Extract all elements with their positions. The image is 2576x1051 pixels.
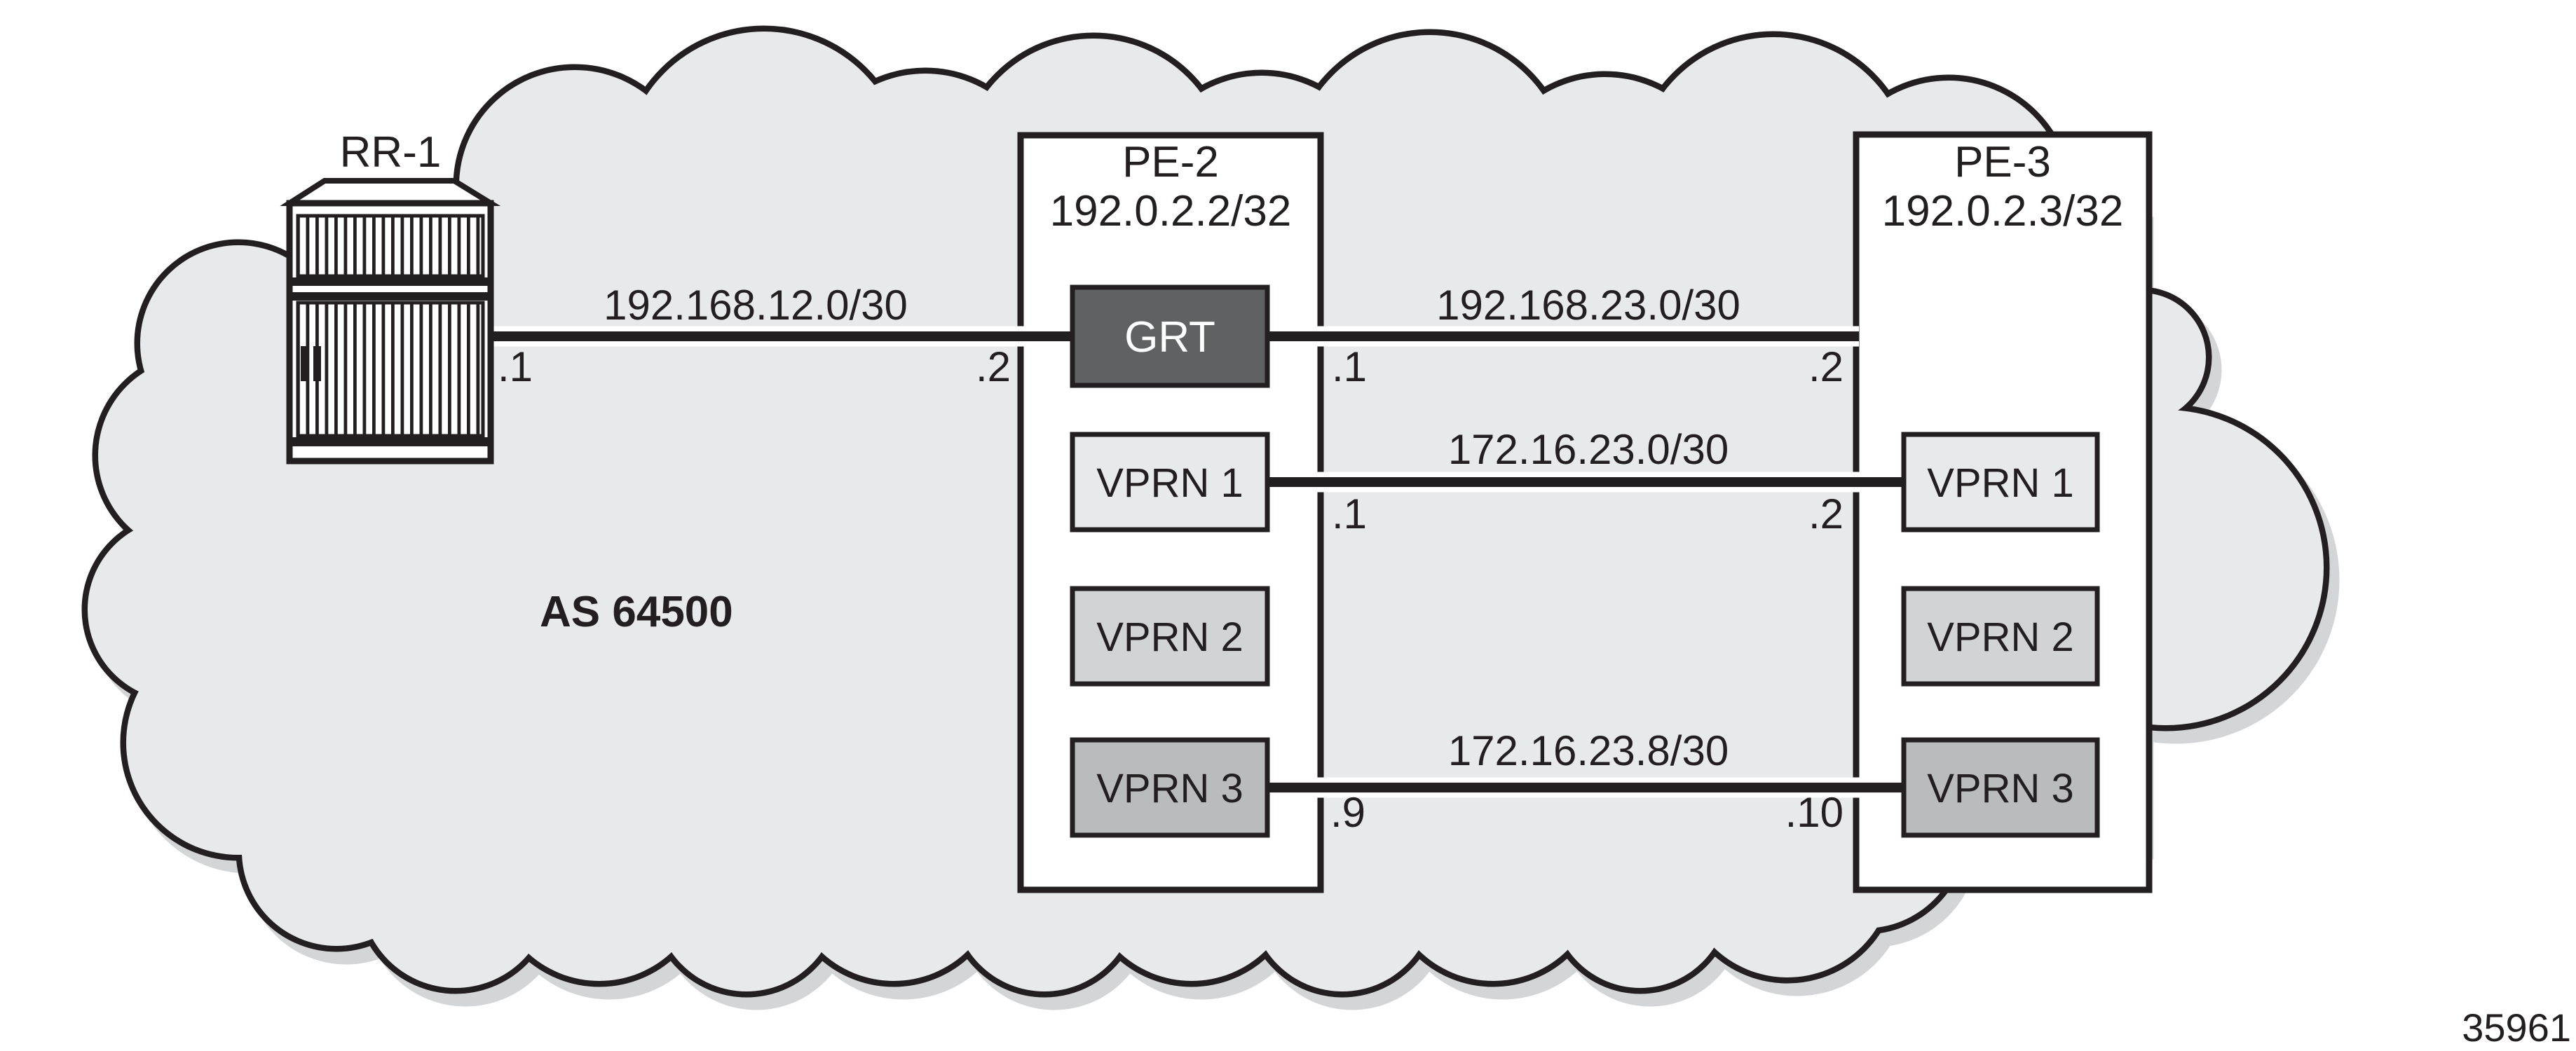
link2-left-interface-label: .1 [1332, 490, 1367, 537]
pe3-vprn3-box [1901, 737, 2100, 838]
pe3-vprn1-box [1901, 432, 2100, 533]
pe3-vprn3-label: VPRN 3 [1927, 766, 2074, 811]
figure-number: 35961 [2462, 1005, 2571, 1050]
router-slot-row-top [296, 214, 485, 278]
link0-right-interface-label: .2 [976, 343, 1011, 390]
router-port [301, 346, 308, 381]
link1-right-interface-label: .2 [1808, 343, 1844, 390]
pe2-title: PE-2 [1122, 138, 1219, 186]
router-lid [280, 178, 501, 206]
link0-subnet-label: 192.168.12.0/30 [604, 282, 908, 329]
link1-subnet-label: 192.168.23.0/30 [1436, 282, 1740, 329]
pe3-vprn2-box [1901, 586, 2100, 687]
pe3-loopback: 192.0.2.3/32 [1882, 187, 2124, 235]
router-port [313, 346, 321, 381]
pe2-vprn3-box [1070, 737, 1270, 838]
pe3-title: PE-3 [1954, 138, 2051, 186]
link3-right-interface-label: .10 [1785, 789, 1844, 836]
rr1-label: RR-1 [340, 128, 442, 177]
as-number-label: AS 64500 [540, 588, 733, 636]
router-slot-row-bottom [296, 301, 485, 438]
pe2-vprn2-box [1070, 586, 1270, 687]
pe3-vprn1-label: VPRN 1 [1927, 460, 2074, 506]
pe2-vprn3-label: VPRN 3 [1096, 766, 1243, 811]
link0-left-interface-label: .1 [498, 343, 533, 390]
link1-left-interface-label: .1 [1332, 343, 1367, 390]
pe2-loopback: 192.0.2.2/32 [1050, 187, 1292, 235]
pe2-vprn2-label: VPRN 2 [1096, 614, 1243, 660]
pe3-vprn2-label: VPRN 2 [1927, 614, 2074, 660]
link3-left-interface-label: .9 [1330, 789, 1365, 836]
pe2-vprn1-box [1070, 432, 1270, 533]
rr1-router-icon [280, 178, 501, 465]
pe2-grt-box [1070, 284, 1270, 388]
pe2-grt-label: GRT [1124, 313, 1215, 362]
link2-right-interface-label: .2 [1808, 490, 1844, 537]
link2-subnet-label: 172.16.23.0/30 [1448, 426, 1729, 473]
link3-subnet-label: 172.16.23.8/30 [1448, 727, 1729, 774]
pe2-vprn1-label: VPRN 1 [1096, 460, 1243, 506]
